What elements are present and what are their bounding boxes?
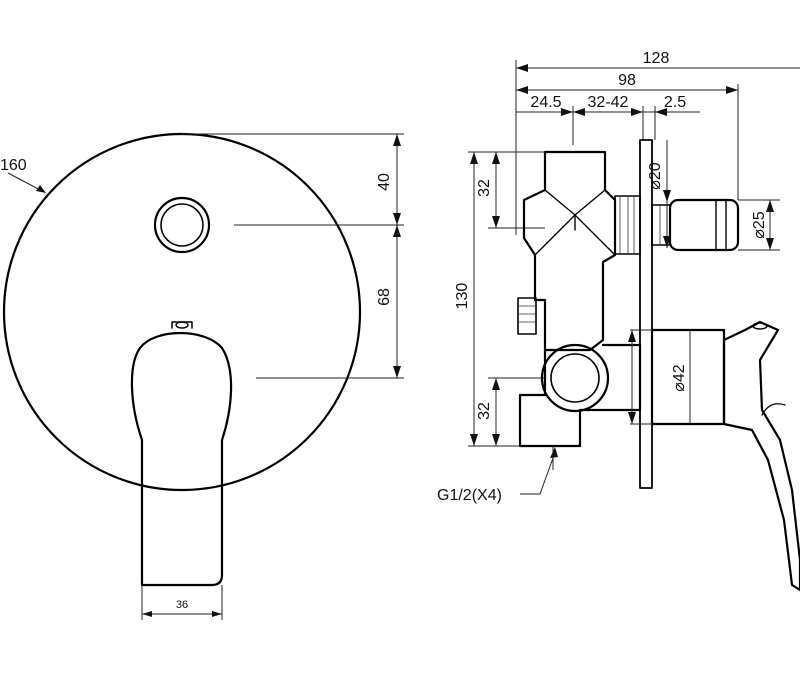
lever-pin-head (175, 321, 189, 329)
valve-body-upper (522, 150, 617, 352)
total-height-label: 130 (454, 283, 471, 310)
dim-a-label: 24.5 (530, 94, 561, 111)
overall-depth-label: 128 (643, 50, 670, 67)
cover-plate (2, 132, 362, 492)
lever-handle (130, 332, 233, 587)
lower-port-height-label: 32 (476, 402, 493, 420)
diverter-button-inner (160, 203, 204, 247)
thread-label: G1/2(X4) (437, 487, 502, 504)
flange-diameter-label: ⌀42 (671, 364, 688, 392)
main-flange (650, 328, 726, 426)
diverter-stem (614, 195, 641, 255)
lever-side-pin (752, 322, 768, 330)
dim-mid-label: 68 (376, 288, 393, 306)
mounting-plate (639, 139, 653, 489)
body-depth-label: 98 (618, 72, 636, 89)
valve-body-lower (518, 343, 642, 448)
stem-diameter-label: ⌀20 (647, 162, 664, 190)
knob-diameter-label: ⌀25 (751, 211, 768, 239)
front-view: 160 40 68 36 (0, 132, 404, 620)
diverter-knob (668, 198, 740, 252)
diverter-button (153, 196, 211, 254)
lever-handle-pin (171, 321, 193, 329)
lever-side-profile (722, 320, 800, 592)
outlet-port-outer (540, 343, 610, 413)
dim-b-label: 32-42 (588, 94, 629, 111)
side-view: 128 98 24.5 32-42 2.5 32 130 32 (437, 50, 800, 592)
outlet-port-inner (550, 353, 600, 403)
diameter-label: 160 (0, 157, 27, 174)
side-tab (517, 297, 537, 335)
upper-port-height-label: 32 (476, 179, 493, 197)
dim-top-label: 40 (376, 173, 393, 191)
handle-width-label: 36 (176, 599, 188, 611)
dim-c-label: 2.5 (664, 94, 686, 111)
